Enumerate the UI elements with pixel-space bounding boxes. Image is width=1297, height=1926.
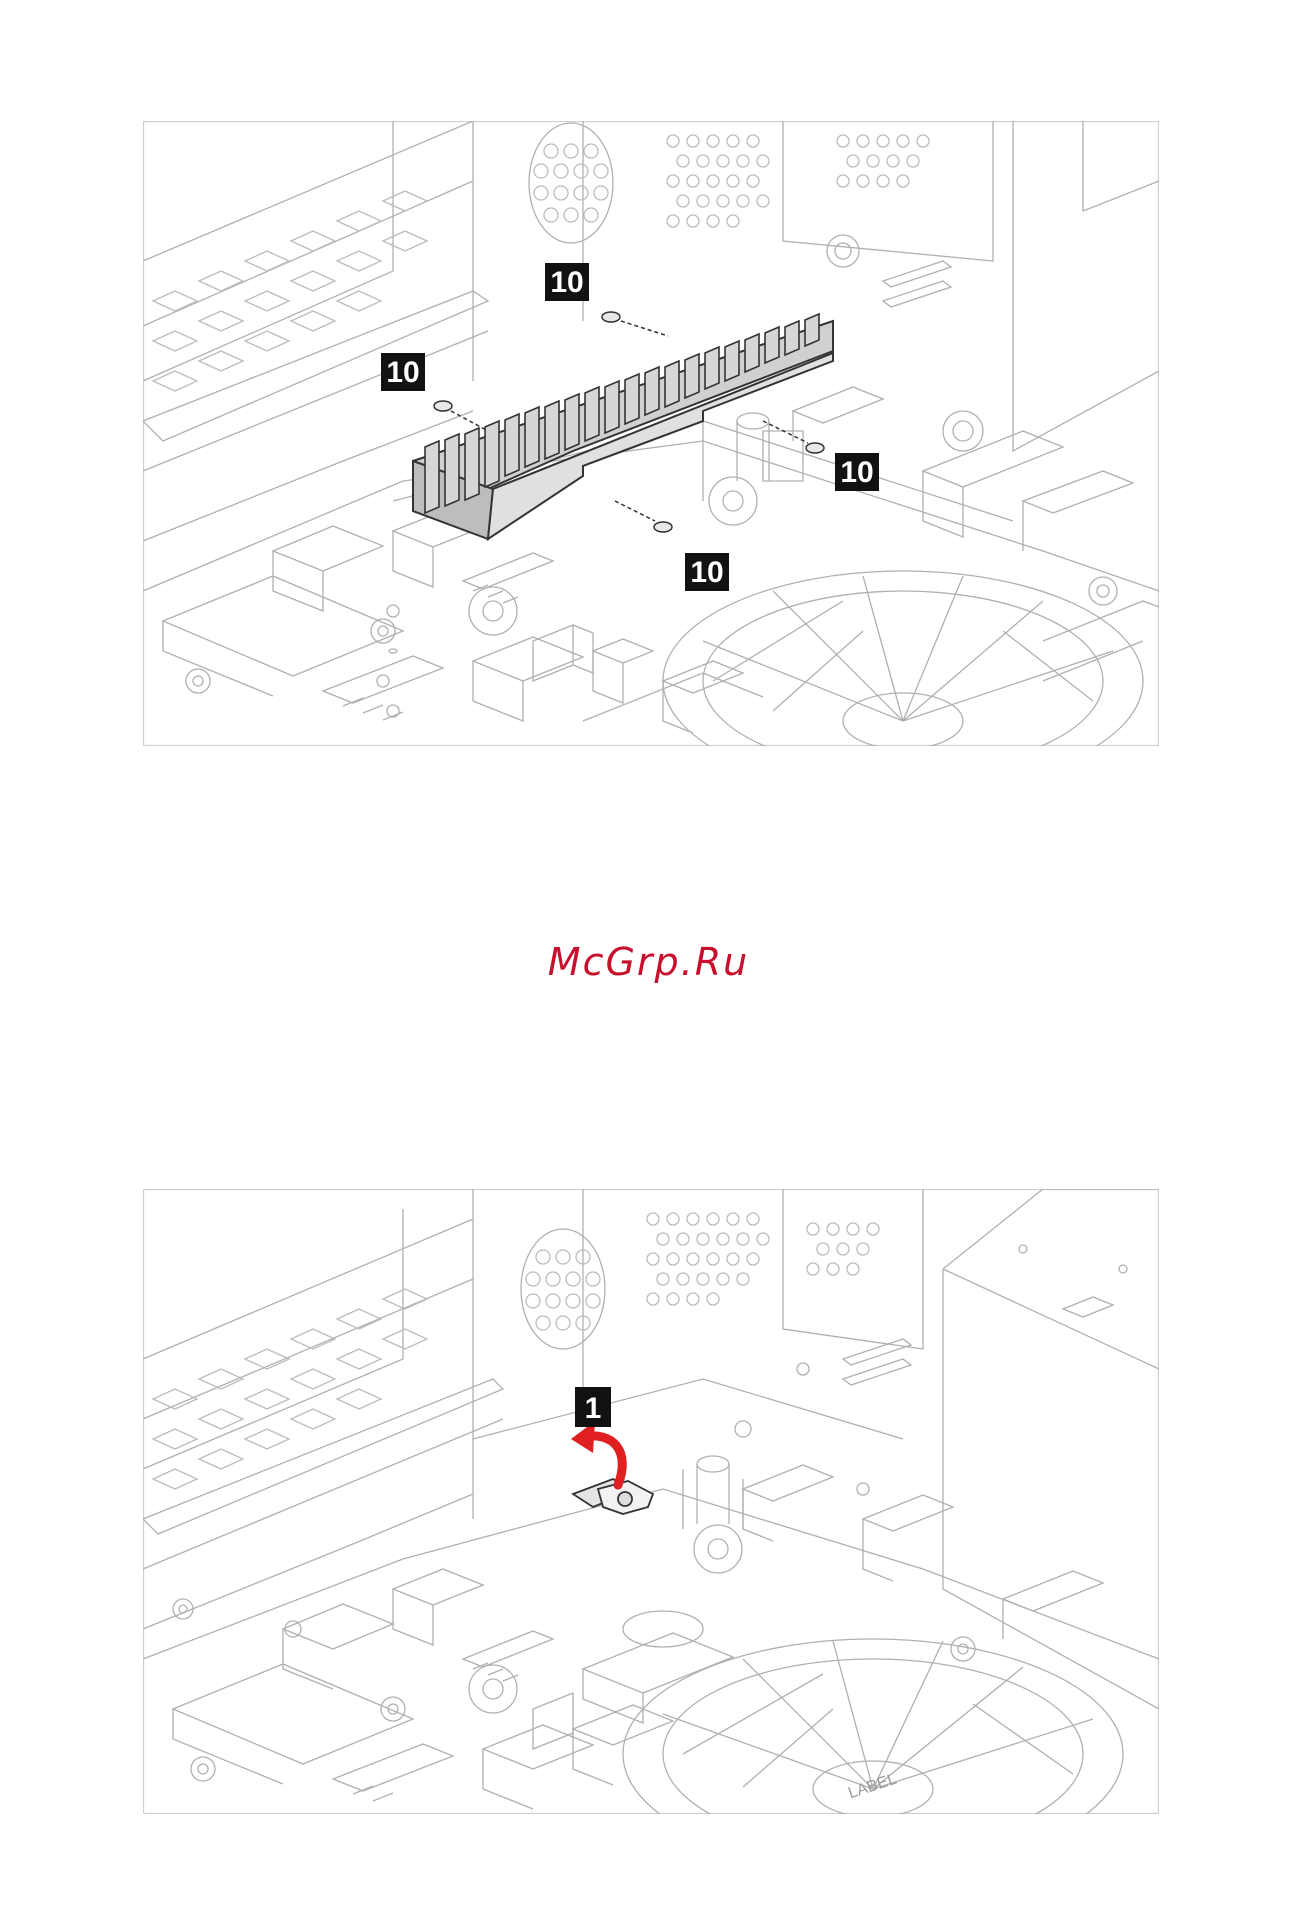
screw-top (602, 312, 668, 336)
callout-10-left: 10 (381, 353, 425, 391)
rotate-arrow-icon (571, 1421, 622, 1485)
screw-bottom (615, 501, 672, 532)
latch (573, 1479, 653, 1514)
callout-10-bottom: 10 (685, 553, 729, 591)
svg-text:10: 10 (840, 456, 873, 489)
watermark-text: McGrp.Ru (0, 940, 1297, 984)
svg-text:10: 10 (386, 356, 419, 389)
illustration-latch-release: LABEL 1 (143, 1189, 1159, 1814)
callout-1: 1 (575, 1387, 611, 1427)
svg-text:10: 10 (550, 266, 583, 299)
svg-text:10: 10 (690, 556, 723, 589)
svg-text:1: 1 (585, 1392, 602, 1425)
illustration-heatsink-removal: 10 10 10 10 (143, 121, 1159, 746)
fan-label-text: LABEL (846, 1771, 899, 1803)
callout-10-right: 10 (835, 453, 879, 491)
callout-10-top: 10 (545, 263, 589, 301)
